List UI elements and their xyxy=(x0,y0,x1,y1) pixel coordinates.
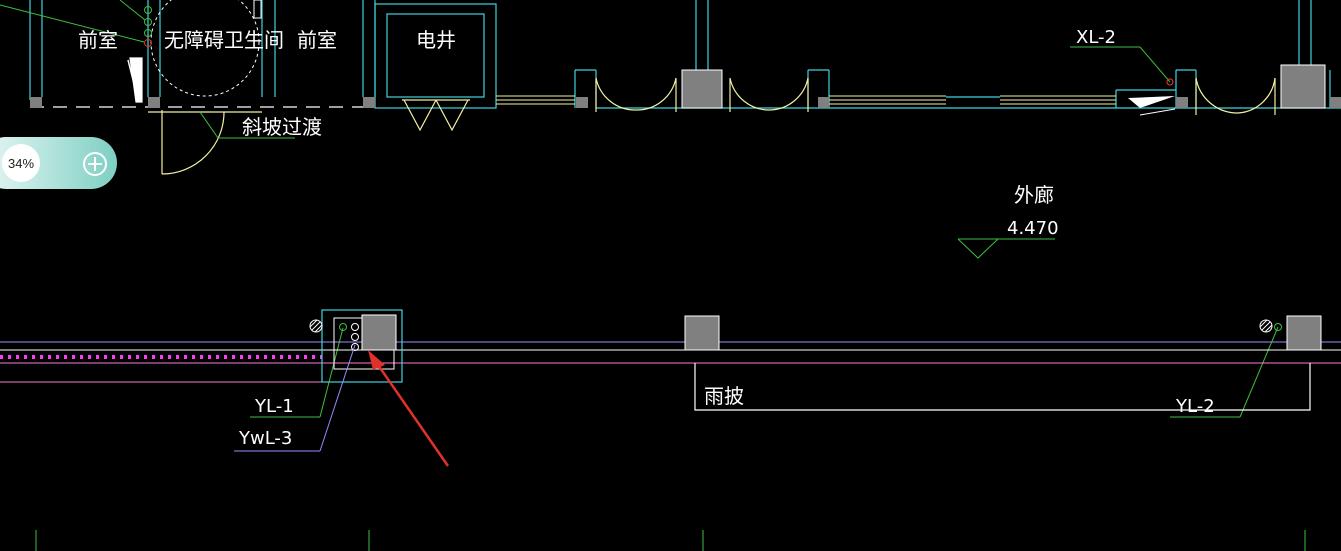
lower-columns xyxy=(361,314,1322,351)
ywl3-leader xyxy=(234,344,356,452)
pipe-tag-yl1: YL-1 xyxy=(254,396,294,417)
room-label-anteroom-right: 前室 xyxy=(297,28,337,52)
corridor-label: 外廊 xyxy=(1014,183,1054,207)
canopy-outline xyxy=(694,363,1311,411)
restroom-fixtures xyxy=(127,0,262,103)
pipe-tag-yl2: YL-2 xyxy=(1175,396,1215,417)
lower-pipe-circles xyxy=(309,319,1282,351)
room-label-accessible-restroom: 无障碍卫生间 xyxy=(164,28,284,52)
elevation-symbol xyxy=(957,238,999,259)
wall-caps xyxy=(30,97,1341,108)
pipe-tag-ywl3: YwL-3 xyxy=(238,428,292,449)
grid-ticks xyxy=(35,530,1306,551)
xl2-marker xyxy=(1128,78,1176,116)
upper-door-swings xyxy=(148,77,1276,175)
lower-beams xyxy=(0,341,1341,383)
room-label-anteroom-left: 前室 xyxy=(78,28,118,52)
upper-pipe-circles xyxy=(144,6,152,47)
upper-columns xyxy=(681,64,1326,109)
window-lines xyxy=(496,95,1116,105)
leader-lines xyxy=(0,0,1279,418)
zoom-percent-badge: 34% xyxy=(2,144,40,182)
room-label-electrical-shaft: 电井 xyxy=(416,28,456,52)
annotation-arrow xyxy=(368,350,450,467)
pipe-tag-xl2: XL-2 xyxy=(1076,27,1116,48)
ramp-label: 斜坡过渡 xyxy=(242,115,322,139)
elevation-value: 4.470 xyxy=(1007,218,1059,239)
canopy-label: 雨披 xyxy=(704,384,744,408)
zoom-in-icon[interactable] xyxy=(82,151,108,177)
